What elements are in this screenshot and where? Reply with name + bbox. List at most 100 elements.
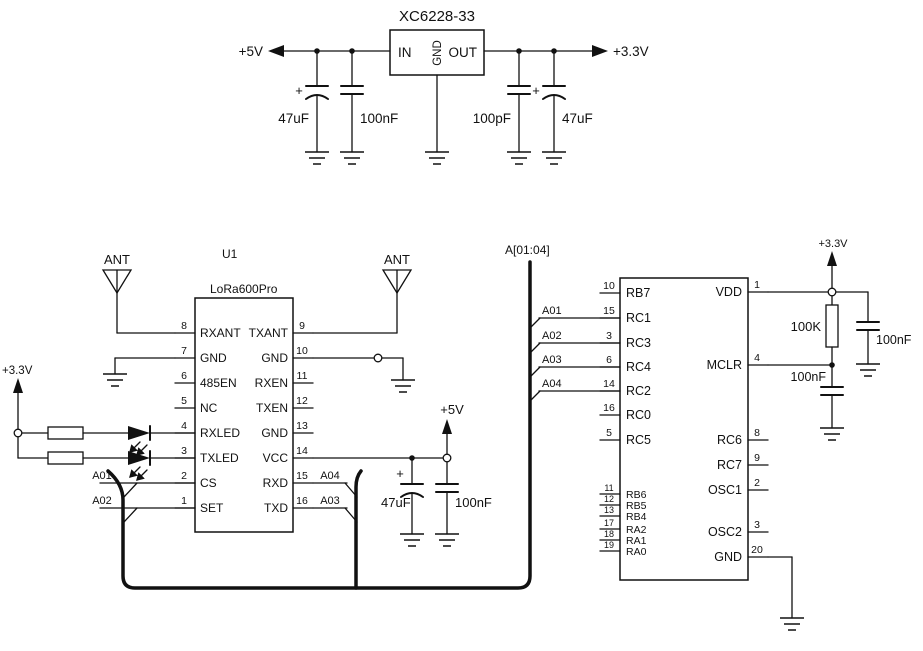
capacitor-value: 100nF (876, 333, 912, 347)
resistor-symbol (47, 451, 84, 465)
pin-name: RB7 (626, 286, 650, 300)
antenna-label: ANT (104, 252, 130, 267)
ground-symbol (434, 533, 460, 547)
address-bus: A[01:04] (106, 243, 550, 590)
regulator-wires (282, 50, 594, 153)
ground-symbol (424, 151, 450, 165)
pin-number: 12 (296, 395, 308, 407)
pin-name: TXD (264, 501, 288, 515)
pin-number: 11 (604, 483, 613, 493)
lora-gnd-left (114, 357, 176, 375)
pin-name: VDD (716, 285, 742, 299)
capacitor-100nf-mclr: 100nF (791, 370, 844, 396)
ground-symbol (102, 373, 128, 387)
ground-symbol (506, 151, 532, 165)
pin-name: OSC1 (708, 483, 742, 497)
rail-5v-label: +5V (440, 402, 464, 417)
lora-right-pins: 9 TXANT 10 GND 11 RXEN 12 TXEN 13 GND 14… (249, 320, 314, 515)
ground-symbol (819, 427, 845, 441)
pin-name: RXD (263, 476, 289, 490)
pin-number: 10 (296, 345, 308, 357)
pin-number: 8 (181, 320, 187, 332)
pin-name: 485EN (200, 376, 237, 390)
pin-name: RA2 (626, 524, 647, 536)
pin-name: TXEN (256, 401, 288, 415)
txd-net: A03 (312, 495, 358, 523)
mcu-left-pins: 10 RB7 15 RC1 3 RC3 6 RC4 14 RC2 16 RC0 … (599, 280, 651, 447)
junction-dot (516, 48, 522, 54)
polarity-plus: + (295, 83, 303, 98)
pin-name: RC0 (626, 408, 651, 422)
lora-part-label: LoRa600Pro (210, 282, 278, 296)
pin-number: 20 (751, 544, 763, 556)
net-label: A01 (92, 470, 112, 482)
pin-number: 14 (603, 378, 615, 390)
power-arrow-up-icon (13, 378, 23, 393)
pin-name: RB5 (626, 500, 647, 512)
pin-name: CS (200, 476, 217, 490)
pin-number: 15 (603, 305, 615, 317)
junction-dot (551, 48, 557, 54)
pin-number: 11 (297, 370, 308, 382)
pin-name: GND (200, 351, 227, 365)
pin-number: 15 (296, 470, 308, 482)
power-arrow-up-icon (442, 419, 452, 434)
rail-5v-label: +5V (239, 44, 263, 59)
pin-number: 1 (754, 279, 760, 291)
led-symbol (128, 426, 150, 440)
mcu-right-pins: 1 VDD 4 MCLR 8 RC6 9 RC7 2 OSC1 3 OSC2 2… (707, 279, 769, 564)
pin-name: RB6 (626, 489, 647, 501)
terminal-circle (13, 428, 23, 438)
mcu-gnd-circuit (767, 556, 793, 619)
pin-number: 6 (181, 370, 187, 382)
pin-number: 9 (299, 320, 305, 332)
pin-name: RA0 (626, 546, 647, 558)
pin-name: GND (714, 550, 742, 564)
capacitor-47uf-3: + 47uF (381, 466, 424, 510)
capacitor-100nf-vdd: 100nF (856, 321, 912, 347)
rail-3v3-label: +3.3V (818, 238, 848, 250)
power-arrow-up-icon (827, 251, 837, 266)
pin-name: GND (261, 426, 288, 440)
pin-number: 3 (754, 519, 760, 531)
pin-name: RC6 (717, 433, 742, 447)
rail-3v3-label: +3.3V (613, 44, 649, 59)
regulator-pin-out-label: OUT (449, 45, 478, 60)
pin-name: RC7 (717, 458, 742, 472)
polarity-plus: + (532, 83, 540, 98)
capacitor-100nf-1: 100nF (340, 85, 398, 126)
bus-line-main (106, 260, 532, 590)
pin-name: RC3 (626, 336, 651, 350)
ground-symbol (399, 533, 425, 547)
mcu-section: A01 A02 A03 A04 10 RB7 15 RC1 3 RC3 6 RC… (529, 238, 912, 631)
pin-number: 10 (603, 280, 615, 292)
pin-number: 9 (754, 452, 760, 464)
capacitor-value: 100nF (360, 111, 398, 126)
rxd-net: A04 (312, 470, 358, 498)
capacitor-value: 47uF (381, 495, 411, 510)
junction-dot (349, 48, 355, 54)
antenna-right-icon: ANT (312, 252, 413, 334)
ground-symbol (339, 151, 365, 165)
vcc-filter: +5V + 47uF 100nF (312, 402, 492, 535)
pin-number: 19 (604, 540, 614, 550)
regulator-body (389, 29, 485, 76)
pin-name: RC2 (626, 384, 651, 398)
pin-number: 7 (181, 345, 187, 357)
net-label: A02 (92, 495, 112, 507)
net-label: A02 (542, 330, 562, 342)
pin-name: RXLED (200, 426, 240, 440)
pin-number: 2 (754, 477, 760, 489)
lora-gnd-right (312, 357, 404, 381)
pin-name: RXEN (255, 376, 288, 390)
pin-number: 16 (296, 495, 308, 507)
mcu-vdd-circuit: +3.3V 100K 100nF 100nF (767, 238, 912, 429)
polarity-plus: + (396, 466, 404, 481)
pin-number: 5 (606, 427, 612, 439)
pin-number: 8 (754, 427, 760, 439)
ground-symbol (541, 151, 567, 165)
net-label: A04 (542, 378, 562, 390)
pin-name: RB4 (626, 511, 647, 523)
capacitor-47uf-1: + 47uF (278, 83, 329, 126)
